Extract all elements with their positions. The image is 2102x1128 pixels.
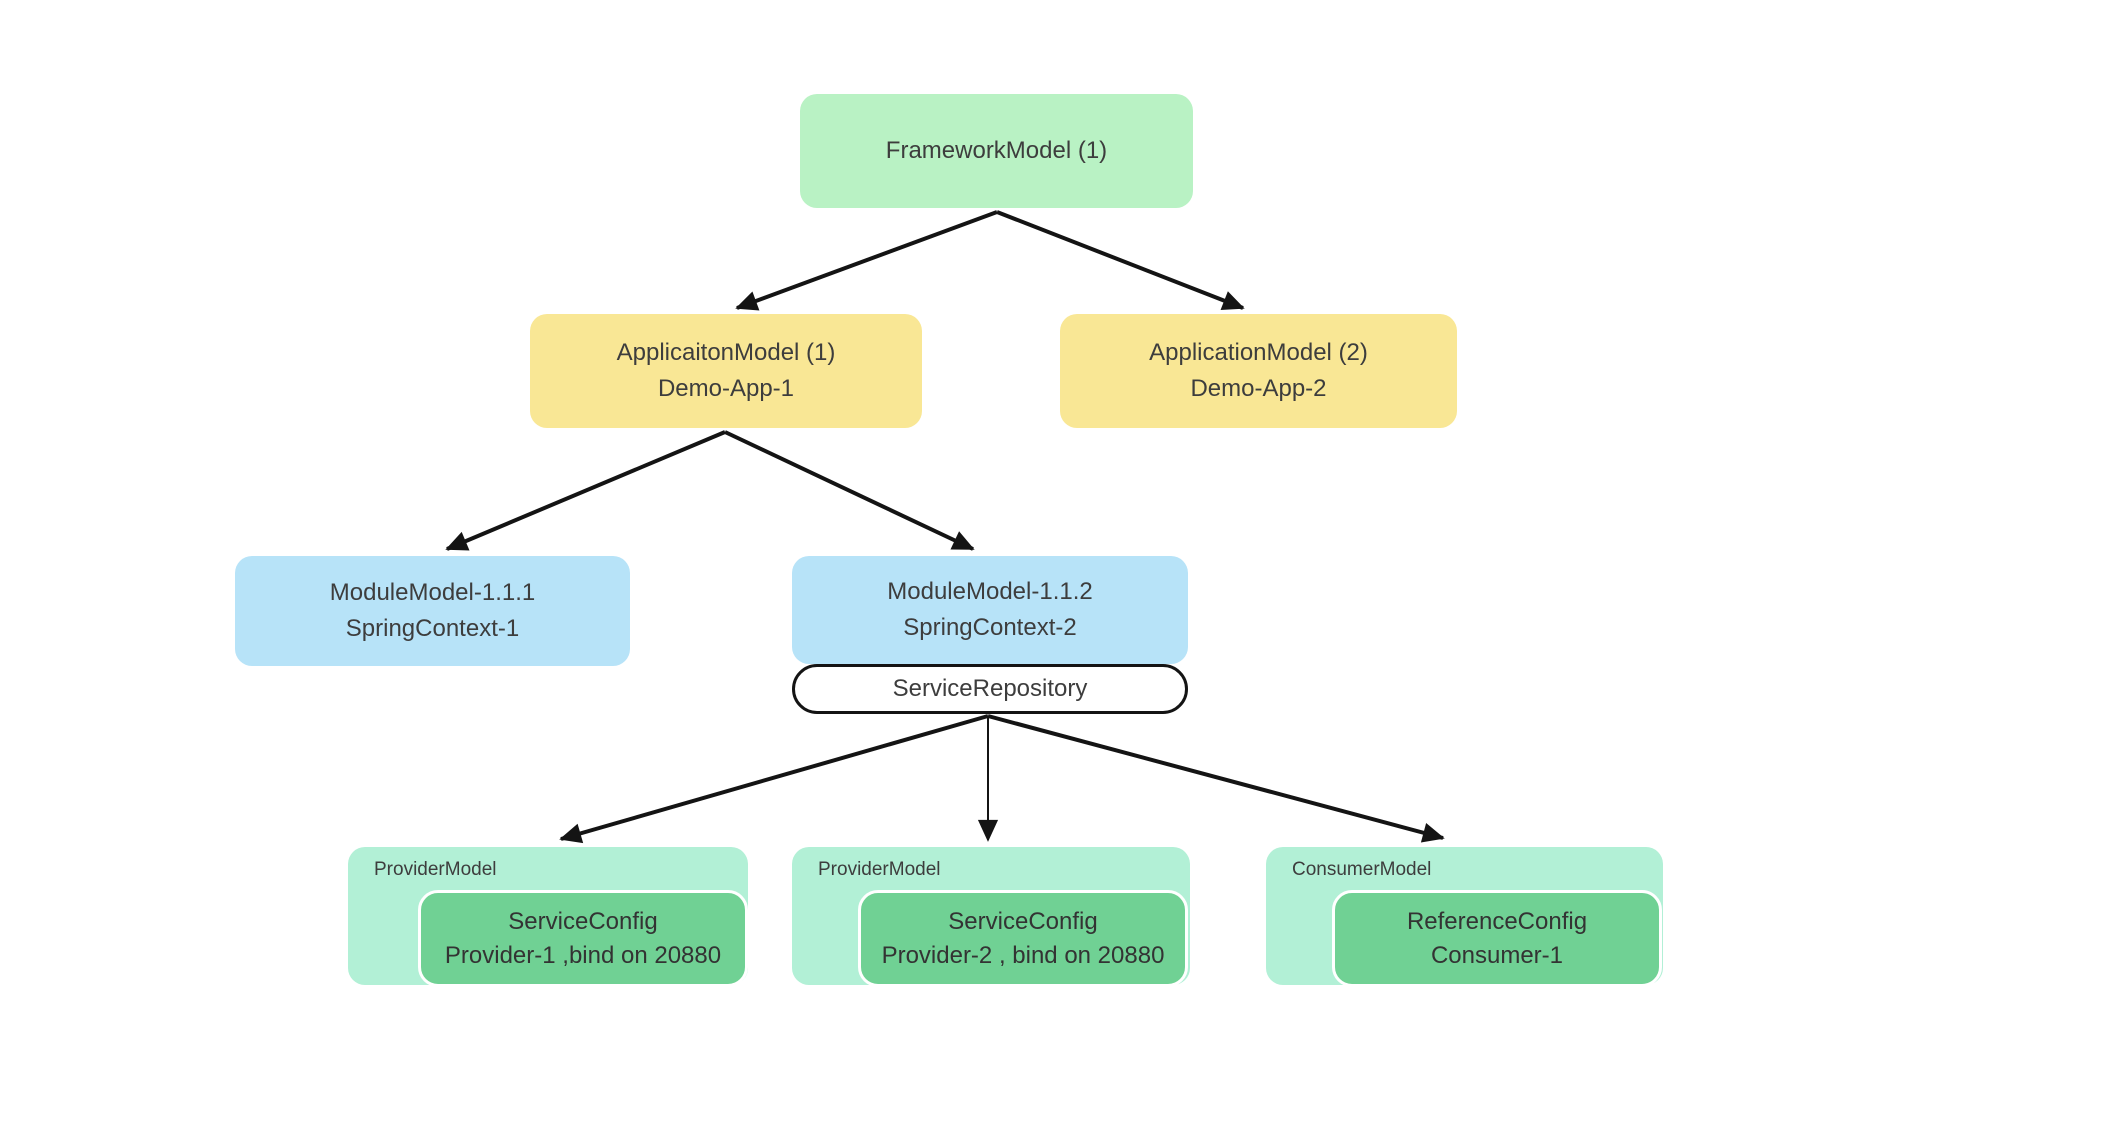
arrow-app1-to-module1 [445, 430, 726, 551]
arrow-repo-to-consumer1 [987, 714, 1445, 843]
node-service-config-1: ServiceConfig Provider-1 ,bind on 20880 [418, 890, 748, 987]
node-service-repository: ServiceRepository [792, 664, 1188, 714]
arrow-repo-to-provider1 [559, 714, 989, 844]
node-application-model-1-title: ApplicaitonModel (1) [616, 339, 836, 366]
node-provider-model-1: ProviderModel ServiceConfig Provider-1 ,… [348, 847, 748, 987]
node-reference-config-1-title: ReferenceConfig [1406, 907, 1588, 935]
node-application-model-2-title: ApplicationModel (2) [1149, 339, 1368, 366]
node-provider-model-2-label: ProviderModel [818, 859, 941, 880]
node-service-config-1-subtitle: Provider-1 ,bind on 20880 [444, 941, 722, 969]
node-service-repository-label: ServiceRepository [892, 675, 1088, 702]
node-module-model-1-subtitle: SpringContext-1 [345, 615, 520, 642]
node-consumer-model-1: ConsumerModel ReferenceConfig Consumer-1 [1266, 847, 1663, 987]
node-reference-config-1: ReferenceConfig Consumer-1 [1332, 890, 1662, 987]
arrow-framework-to-app1 [735, 210, 998, 311]
node-module-model-2: ModuleModel-1.1.2 SpringContext-2 [792, 556, 1188, 664]
node-application-model-2: ApplicationModel (2) Demo-App-2 [1060, 314, 1457, 428]
node-module-model-1: ModuleModel-1.1.1 SpringContext-1 [235, 556, 630, 666]
node-application-model-1-subtitle: Demo-App-1 [657, 375, 795, 402]
node-module-model-2-title: ModuleModel-1.1.2 [887, 578, 1093, 605]
arrow-framework-to-app2 [996, 210, 1245, 311]
node-module-model-2-subtitle: SpringContext-2 [903, 614, 1077, 641]
node-framework-model-label: FrameworkModel (1) [885, 137, 1108, 164]
node-service-config-2-title: ServiceConfig [948, 907, 1098, 935]
node-service-config-2: ServiceConfig Provider-2 , bind on 20880 [858, 890, 1188, 987]
arrow-app1-to-module2 [724, 430, 975, 551]
node-application-model-2-subtitle: Demo-App-2 [1190, 375, 1327, 402]
node-module-model-1-title: ModuleModel-1.1.1 [329, 579, 536, 606]
node-reference-config-1-subtitle: Consumer-1 [1430, 941, 1564, 969]
node-service-config-1-title: ServiceConfig [508, 907, 658, 935]
node-provider-model-1-label: ProviderModel [374, 859, 497, 880]
node-provider-model-2: ProviderModel ServiceConfig Provider-2 ,… [792, 847, 1190, 987]
node-consumer-model-1-label: ConsumerModel [1292, 859, 1432, 880]
node-application-model-1: ApplicaitonModel (1) Demo-App-1 [530, 314, 922, 428]
node-framework-model: FrameworkModel (1) [800, 94, 1193, 208]
node-service-config-2-subtitle: Provider-2 , bind on 20880 [881, 941, 1165, 969]
